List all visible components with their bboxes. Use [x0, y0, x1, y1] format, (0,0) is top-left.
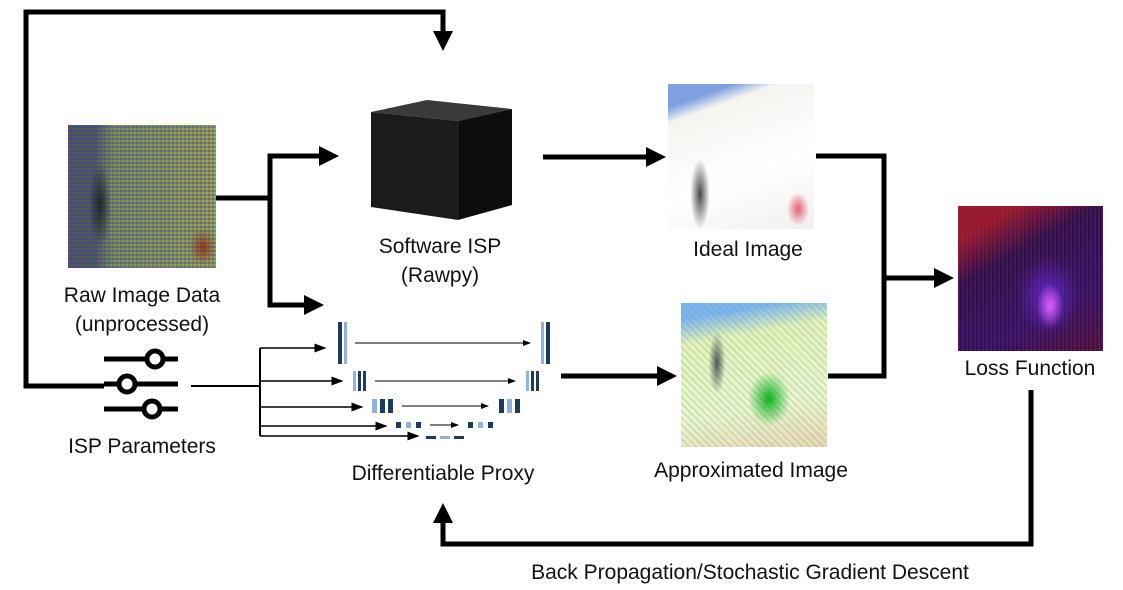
ideal-image-thumbnail	[668, 84, 814, 229]
loss-function-label: Loss Function	[964, 357, 1096, 380]
approximated-image-thumbnail	[681, 303, 827, 447]
raw-image-thumbnail	[68, 125, 216, 268]
sliders-icon	[104, 348, 178, 420]
raw-image-label-line2: (unprocessed)	[74, 313, 210, 336]
arrow-params-to-proxy	[191, 343, 420, 441]
arrow-raw-to-proxy	[267, 198, 324, 315]
arrow-backprop	[433, 390, 1034, 547]
software-isp-label-line1: Software ISP	[378, 235, 502, 258]
arrow-raw-to-software-isp	[216, 146, 339, 201]
arrow-params-to-software-isp	[23, 9, 453, 389]
unet-architecture-icon	[338, 322, 550, 439]
approximated-image-label: Approximated Image	[654, 459, 848, 482]
raw-image-label-line1: Raw Image Data	[63, 284, 221, 307]
raw-image-label: Raw Image Data (unprocessed)	[40, 281, 244, 339]
loss-image-thumbnail	[958, 206, 1103, 351]
black-box-cube-icon	[371, 100, 512, 220]
isp-parameters-label: ISP Parameters	[68, 435, 216, 458]
differentiable-proxy-label: Differentiable Proxy	[351, 462, 535, 485]
software-isp-label: Software ISP (Rawpy)	[343, 232, 537, 290]
backprop-label: Back Propagation/Stochastic Gradient Des…	[531, 561, 969, 584]
software-isp-label-line2: (Rawpy)	[400, 264, 480, 287]
ideal-image-label: Ideal Image	[693, 238, 803, 261]
arrow-images-to-loss	[816, 153, 954, 379]
